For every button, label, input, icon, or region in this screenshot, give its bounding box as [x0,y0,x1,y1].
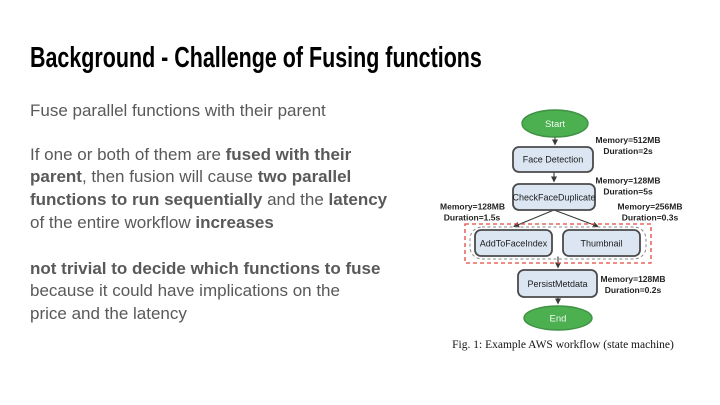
thumbnail-label: Thumbnail [580,239,622,249]
paragraph-fuse-parallel: Fuse parallel functions with their paren… [30,100,415,123]
persist-metdata-box [517,269,598,298]
text-segment-bold: increases [195,212,274,232]
text-segment: because it could have implications on th… [30,281,340,301]
workflow-node-face-detection: Face Detection [512,146,594,173]
text-segment-bold: latency [328,190,388,210]
thumbnail-box [562,229,641,257]
add-to-face-index-label: AddToFaceIndex [480,239,548,249]
annotation-check-face-duplicate: Memory=128MB Duration=5s [596,176,661,197]
paragraph-not-trivial: not trivial to decide which functions to… [30,258,415,326]
workflow-node-check-face-duplicate: CheckFaceDuplicate [512,183,596,211]
end-label: End [550,314,567,325]
text-segment: of the entire workflow [30,212,196,232]
start-label: Start [545,119,565,130]
text-segment: If one or both of them are [30,144,226,164]
face-detection-box [512,146,594,173]
face-detection-label: Face Detection [523,155,584,165]
add-to-face-index-memory: Memory=128MB [440,202,505,212]
text-segment-bold: fused with their [225,144,352,164]
persist-metdata-duration: Duration=0.2s [605,285,662,295]
text-segment-bold: parent [30,167,82,187]
annotation-persist-metdata: Memory=128MB Duration=0.2s [601,274,666,295]
parallel-highlight-box [464,223,652,264]
text-segment: , then fusion will cause [81,167,258,187]
persist-metdata-label: PersistMetdata [527,279,587,289]
edge-checkfaceduplicate-thumbnail [553,209,599,228]
check-face-duplicate-label: CheckFaceDuplicate [512,193,595,203]
workflow-edges [513,137,599,305]
face-detection-memory: Memory=512MB [596,135,661,145]
thumbnail-memory: Memory=256MB [618,202,683,212]
text-segment-bold: two parallel [257,167,352,187]
annotation-thumbnail: Memory=256MB Duration=0.3s [618,202,683,223]
annotation-add-to-face-index: Memory=128MB Duration=1.5s [440,202,505,223]
workflow-node-start: Start [521,109,589,138]
start-ellipse [521,109,589,138]
text-segment: price and the latency [30,303,187,323]
edge-checkfaceduplicate-addtofaceindex [513,209,555,228]
face-detection-duration: Duration=2s [603,146,653,156]
body-text: Fuse parallel functions with their paren… [30,100,415,326]
check-face-duplicate-box [512,183,596,211]
figure-caption: Fig. 1: Example AWS workflow (state mach… [452,339,674,351]
slide-title: Background - Challenge of Fusing functio… [30,42,482,74]
workflow-node-persist-metdata: PersistMetdata [517,269,598,298]
end-ellipse [523,305,593,331]
text-segment-bold: not trivial to decide which functions to… [30,258,381,278]
text-segment: Fuse parallel functions with their paren… [30,101,326,120]
add-to-face-index-duration: Duration=1.5s [444,213,501,223]
workflow-node-add-to-face-index: AddToFaceIndex [474,229,553,257]
add-to-face-index-box [474,229,553,257]
check-face-duplicate-duration: Duration=5s [603,187,653,197]
persist-metdata-memory: Memory=128MB [601,274,666,284]
thumbnail-duration: Duration=0.3s [622,213,679,223]
workflow-node-thumbnail: Thumbnail [562,229,641,257]
workflow-figure: Start Face Detection CheckFaceDuplicate … [440,109,683,351]
annotation-face-detection: Memory=512MB Duration=2s [596,135,661,156]
text-segment-bold: functions to run sequentially [30,190,263,210]
text-segment: and the [262,190,329,210]
check-face-duplicate-memory: Memory=128MB [596,176,661,186]
paragraph-fusion-latency: If one or both of them are fused with th… [30,144,415,235]
workflow-node-end: End [523,305,593,331]
